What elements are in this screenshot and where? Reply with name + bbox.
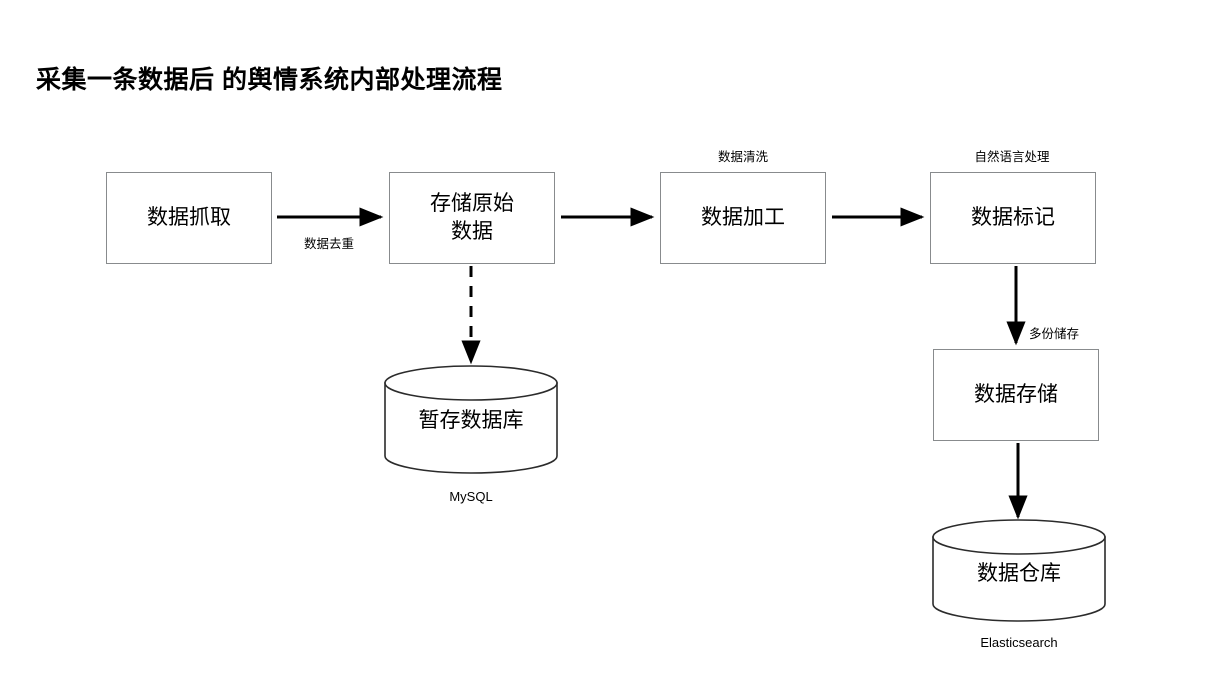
edge-label-capture-to-store-raw: 数据去重	[303, 237, 354, 251]
caption-temp-db: MySQL	[449, 489, 493, 504]
node-process[interactable]: 数据加工	[660, 172, 826, 264]
node-tag[interactable]: 数据标记	[930, 172, 1096, 264]
node-tag-label: 数据标记	[971, 205, 1055, 229]
cylinder-warehouse	[932, 519, 1106, 622]
node-capture[interactable]: 数据抓取	[106, 172, 272, 264]
node-store-raw[interactable]: 存储原始 数据	[389, 172, 555, 264]
caption-warehouse: Elasticsearch	[980, 635, 1058, 650]
page-title: 采集一条数据后 的舆情系统内部处理流程	[36, 66, 503, 94]
node-capture-label: 数据抓取	[147, 205, 231, 229]
node-storage[interactable]: 数据存储	[933, 349, 1099, 441]
node-warehouse-label: 数据仓库	[977, 562, 1061, 585]
top-label-process: 数据清洗	[717, 150, 768, 164]
node-temp-db-label: 暂存数据库	[418, 409, 524, 432]
cylinder-temp-db	[384, 365, 558, 474]
top-label-tag: 自然语言处理	[974, 150, 1050, 164]
node-storage-label: 数据存储	[974, 382, 1058, 406]
edge-label-tag-to-storage: 多份储存	[1029, 327, 1080, 341]
node-process-label: 数据加工	[701, 205, 785, 229]
node-store-raw-label: 存储原始 数据	[430, 191, 514, 243]
